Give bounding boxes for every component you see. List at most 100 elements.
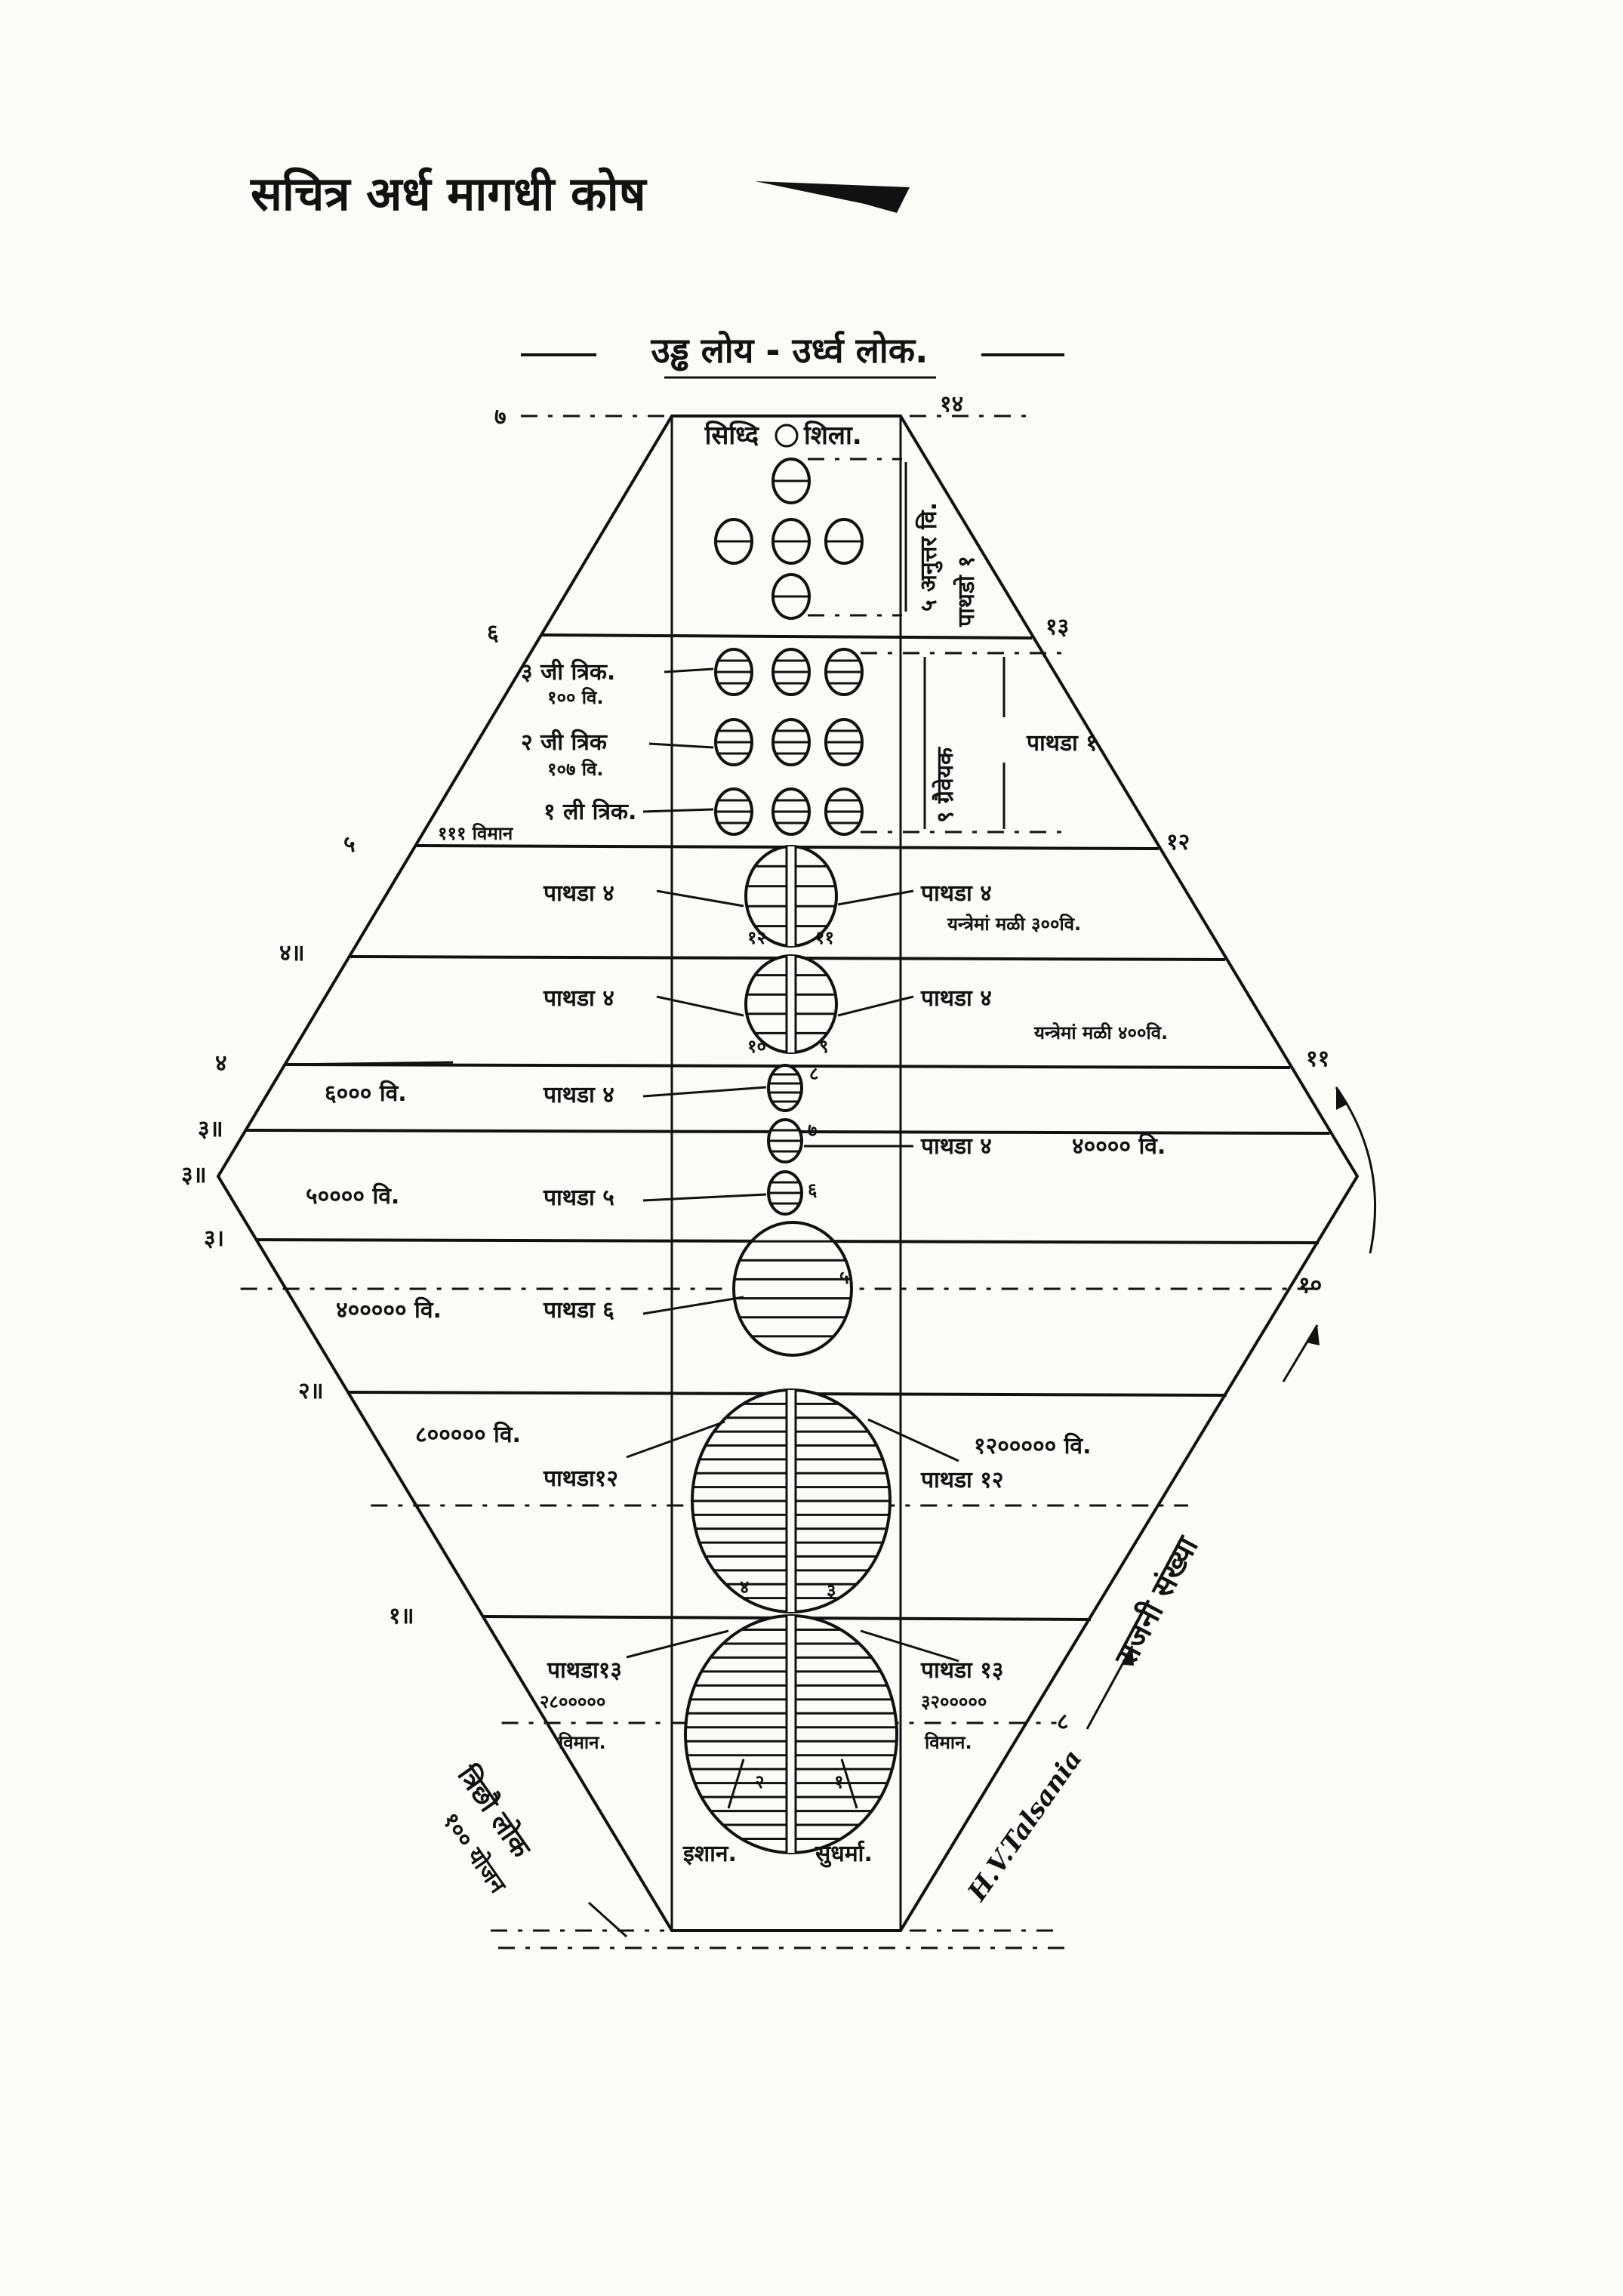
level-label: ११ — [1306, 1046, 1329, 1072]
devaloka-number: १२ — [747, 927, 766, 948]
ishan-label: इशान. — [682, 1841, 737, 1867]
arrowhead-icon — [1336, 1087, 1348, 1110]
tier3-count: १२००००० वि. — [974, 1432, 1092, 1459]
tier6-label: पाथडा ५ — [543, 1185, 614, 1211]
level-label: १४ — [940, 391, 963, 418]
tier7-count: ४०००० वि. — [1072, 1133, 1166, 1160]
level-label: ५ — [343, 831, 356, 858]
devaloka-7 — [767, 1118, 803, 1163]
pointer — [642, 1193, 767, 1202]
tier5-count: ४००००० वि. — [336, 1296, 442, 1324]
anuttar-vimana — [771, 458, 811, 504]
devaloka-number: ९ — [819, 1036, 828, 1057]
shila-label: शिला. — [803, 420, 862, 451]
title-pointer-icon — [755, 181, 910, 213]
graiveyak-vimana — [771, 648, 811, 696]
sudharma-label: सुधर्मा. — [815, 1840, 873, 1868]
tier10-left-label: पाथडा ४ — [543, 985, 614, 1012]
graiveyak-vimana — [824, 787, 864, 836]
trik2-pointer — [648, 742, 714, 749]
devaloka-number: ३ — [827, 1580, 836, 1601]
anuttar-vimana — [714, 518, 753, 565]
pointer — [626, 1420, 725, 1459]
anuttar-vimana — [771, 518, 811, 565]
anuttar-vimana — [824, 518, 864, 565]
devaloka-6 — [767, 1170, 803, 1216]
diagram-subtitle: उड्ढ लोय - उर्ध्व लोक. — [650, 330, 928, 371]
graiveyak-vimana — [824, 718, 864, 766]
tier2-label: पाथडा१३ — [547, 1657, 622, 1684]
pointer — [860, 1629, 959, 1663]
anuttar-vimana — [771, 573, 811, 620]
tier8-label: पाथडा ४ — [543, 1082, 614, 1108]
trik1-count: १११ विमान — [438, 823, 514, 844]
devaloka-number: १० — [747, 1036, 766, 1057]
devaloka-3-4 — [691, 1388, 892, 1613]
devaloka-9-10 — [744, 954, 838, 1054]
level-leader — [285, 1061, 454, 1066]
level-label: १३ — [1046, 614, 1069, 640]
devaloka-11-12 — [744, 845, 838, 948]
graiveyak-vimana — [714, 648, 753, 696]
vimana-ellipse — [767, 1064, 803, 1112]
trik1-pointer — [642, 808, 714, 813]
tier4-label: पाथडा१२ — [543, 1465, 618, 1492]
tier11-note: यन्त्रेमां मळी ३००वि. — [947, 914, 1081, 935]
split-gap — [787, 956, 796, 1052]
graiveyak-vimana — [771, 718, 811, 766]
graiveyak-label: ९ ग्रैवेयक — [932, 747, 959, 823]
pointer — [656, 889, 744, 908]
tier11-right-label: पाथडा ४ — [920, 880, 992, 907]
anuttar-pathdo-label: पाथडो १ — [953, 556, 980, 627]
trik2-count: १०७ वि. — [547, 759, 603, 780]
devaloka-number: ४ — [740, 1576, 749, 1598]
tirchha-pointer — [587, 1901, 628, 1938]
split-gap — [787, 1616, 796, 1853]
devaloka-number: ११ — [815, 927, 834, 948]
level-label: २॥ — [298, 1378, 324, 1404]
devaloka-5 — [732, 1221, 853, 1357]
devaloka-number: ७ — [808, 1120, 817, 1141]
devaloka-number: २ — [755, 1771, 764, 1792]
tier12-left-label: पाथडा ४ — [543, 880, 614, 907]
arrowhead-icon — [1306, 1325, 1320, 1345]
trik2-label: २ जी त्रिक — [521, 729, 608, 756]
pointer — [840, 1758, 858, 1809]
graiveyak-vimana — [714, 718, 753, 766]
devaloka-number: ८ — [809, 1063, 818, 1084]
tier1-count: ३२००००० — [921, 1691, 987, 1712]
pointer — [837, 995, 914, 1017]
arrowhead-icon — [1123, 1646, 1134, 1666]
vimana-circles — [684, 458, 898, 1854]
pointer — [642, 1086, 767, 1098]
devaloka-number: १ — [834, 1771, 843, 1792]
pointer — [867, 1418, 959, 1462]
tier-line — [540, 633, 1033, 639]
level-label: ४ — [215, 1050, 227, 1077]
level-label: १॥ — [389, 1603, 414, 1629]
trik3-count: १०० वि. — [547, 687, 603, 708]
level-label: ३॥ — [181, 1162, 207, 1188]
level-label: १२ — [1166, 829, 1190, 855]
tier9-right-label: पाथडा ४ — [920, 985, 992, 1012]
signature: H.V.Talsania — [962, 1744, 1089, 1907]
page-title: सचित्र अर्ध मागधी कोष — [250, 166, 648, 221]
devaloka-number: ५ — [839, 1267, 848, 1288]
pointer — [626, 1629, 729, 1659]
rajju-arrow-curve — [1335, 1086, 1377, 1254]
graiveyak-vimana — [771, 787, 811, 836]
graiveyak-pathda-label: पाथडा १ — [1026, 730, 1098, 757]
pointer — [642, 1296, 744, 1315]
siddha-shila-icon — [775, 424, 799, 448]
vimana-ellipse — [732, 1221, 853, 1357]
anuttar-label: ५ अनुत्तर वि. — [915, 502, 943, 612]
tier8-count: ६००० वि. — [325, 1080, 407, 1107]
split-gap — [787, 1390, 796, 1612]
tier5-label: पाथडा ६ — [543, 1297, 614, 1324]
level-label: १० — [1298, 1272, 1322, 1299]
tier1-label: पाथडा १३ — [920, 1657, 1003, 1684]
level-label: ३॥ — [198, 1116, 223, 1142]
devaloka-1-2 — [684, 1614, 898, 1854]
level-label: ६ — [487, 620, 499, 646]
rajju-count-label: राजनी संख्या — [1107, 1530, 1206, 1672]
